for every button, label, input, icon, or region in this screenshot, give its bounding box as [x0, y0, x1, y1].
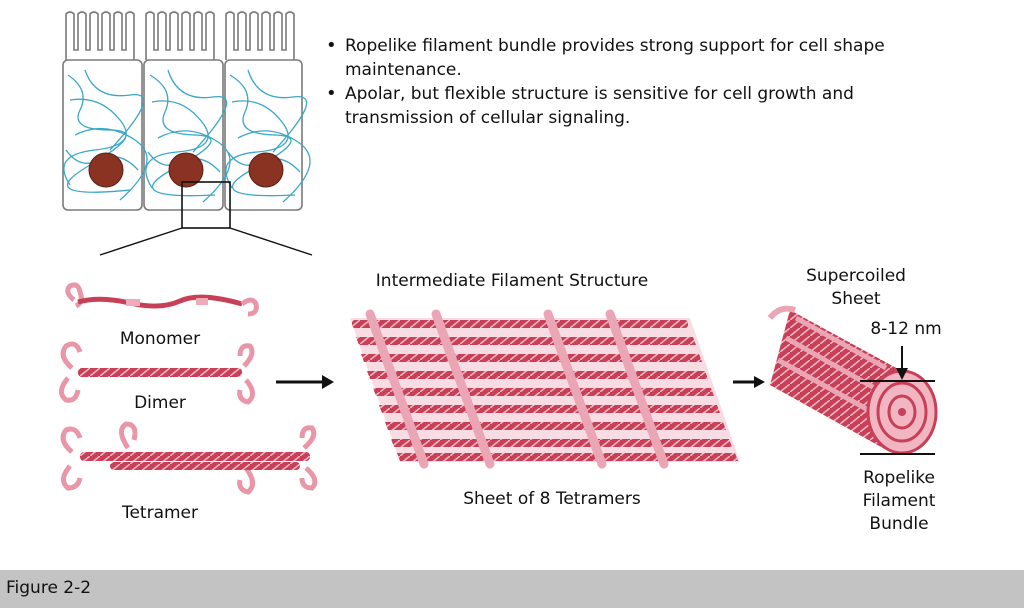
supercoiled-bundle-illustration [767, 305, 938, 455]
arrow-icon [276, 375, 334, 389]
zoom-line-right [229, 227, 313, 256]
zoom-box [181, 181, 231, 229]
zoom-line-left [99, 227, 183, 256]
monomer-illustration [65, 282, 259, 317]
microvilli [65, 11, 135, 60]
epithelial-cells-illustration [62, 11, 313, 256]
figure-caption-bar: Figure 2-2 [0, 570, 1024, 608]
filament-sheet-illustration [350, 309, 740, 469]
label-bundle: Ropelike Filament Bundle [862, 468, 936, 534]
label-structure-title: Intermediate Filament Structure [375, 271, 649, 291]
arrow-icon [733, 376, 765, 388]
cytoskeleton-filaments [63, 69, 311, 203]
label-monomer: Monomer [119, 329, 201, 349]
bullet-list: Ropelike filament bundle provides strong… [320, 34, 920, 130]
dimer-illustration [59, 341, 255, 405]
bullet-flexibility: Apolar, but flexible structure is sensit… [320, 82, 920, 130]
bullet-support: Ropelike filament bundle provides strong… [320, 34, 920, 82]
filament-diagram [59, 11, 938, 495]
figure-caption: Figure 2-2 [6, 578, 92, 598]
label-tetramer: Tetramer [121, 503, 199, 523]
cell-body [62, 59, 143, 211]
tetramer-illustration [60, 421, 318, 495]
arrow-down-icon [896, 368, 908, 380]
nucleus [88, 152, 124, 188]
label-supercoiled: Supercoiled Sheet [806, 266, 906, 309]
label-dimer: Dimer [134, 393, 186, 413]
label-sheet-caption: Sheet of 8 Tetramers [463, 489, 641, 509]
label-diameter: 8-12 nm [870, 319, 942, 339]
